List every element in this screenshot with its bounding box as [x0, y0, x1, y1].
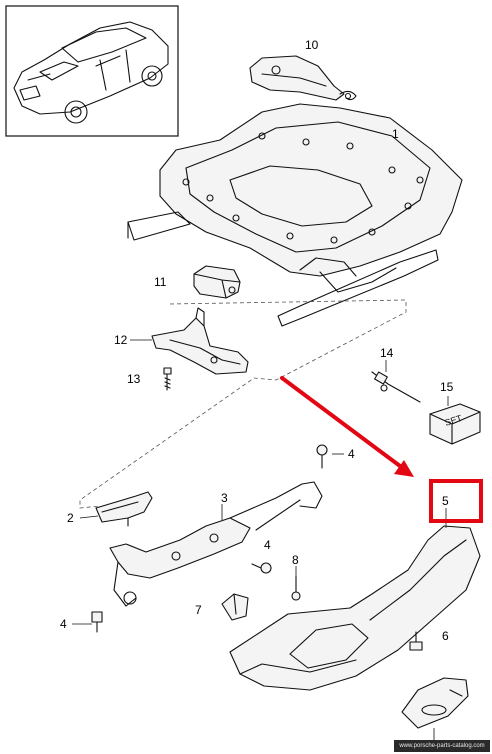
part-7-clip: [221, 593, 249, 621]
callout-11: 11: [154, 275, 167, 289]
callout-13: 13: [127, 372, 141, 386]
part-2-guide-clip: [95, 491, 153, 527]
callout-7: 7: [195, 603, 202, 617]
callout-2: 2: [67, 511, 74, 525]
callout-4-lower: 4: [60, 617, 67, 631]
vehicle-thumbnail: [5, 5, 179, 137]
callout-8: 8: [292, 553, 299, 567]
highlight-arrow: [280, 376, 414, 477]
highlight-box: [429, 479, 483, 523]
callout-1: 1: [392, 127, 399, 141]
part-12-motor-bracket: [151, 307, 249, 375]
part-10-bracket: [249, 55, 357, 101]
part-9-cover: [401, 677, 469, 729]
part-4-bolt-lower: [91, 611, 103, 633]
part-3-linkage: [109, 481, 323, 607]
callout-10: 10: [305, 38, 319, 52]
callout-6: 6: [442, 629, 449, 643]
callout-4-upper: 4: [348, 447, 355, 461]
part-15-kit-box: SET: [429, 403, 481, 445]
callout-5: 5: [442, 494, 449, 508]
part-4-bolt-middle: [251, 562, 272, 574]
part-11-control-unit: [193, 265, 241, 299]
callout-4-middle: 4: [264, 538, 271, 552]
part-5-side-trim: [229, 525, 481, 691]
assembly-boundary: [79, 299, 407, 509]
callout-14: 14: [380, 346, 394, 360]
callout-3: 3: [221, 491, 228, 505]
part-13-screw: [163, 367, 172, 391]
callout-12: 12: [114, 333, 128, 347]
part-4-bolt-upper: [316, 444, 328, 469]
leader-lines: [72, 339, 449, 740]
watermark: www.porsche-parts-catalog.com: [394, 740, 490, 752]
part-8-screw: [291, 575, 301, 601]
part-14-harness: [371, 371, 421, 403]
part-1-seat-frame: [127, 103, 463, 327]
part-6-clip: [409, 631, 423, 651]
callout-15: 15: [440, 380, 454, 394]
